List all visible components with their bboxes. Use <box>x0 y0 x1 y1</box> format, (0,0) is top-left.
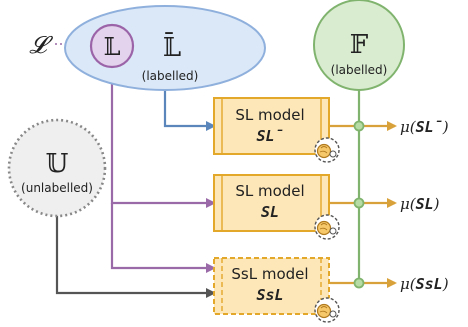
features-symbol: 𝔽 <box>350 30 369 60</box>
model-subtitle: SsL <box>256 286 283 304</box>
labelled-set-symbol: 𝕃̄ <box>163 31 181 63</box>
junction-3 <box>353 277 365 289</box>
junction-1 <box>353 120 365 132</box>
features-caption: (labelled) <box>331 63 388 77</box>
unlabelled-circle <box>7 118 107 218</box>
subset-circle <box>89 23 135 69</box>
model-title: SL model <box>235 182 304 200</box>
subset-symbol: 𝕃 <box>104 33 121 61</box>
model-ssl: SsL model SsL <box>213 257 330 315</box>
brain-gear-icon <box>314 214 340 240</box>
unlabelled-symbol: 𝕌 <box>46 149 69 179</box>
metric-sl-bar: μ(SL̄) <box>400 118 449 136</box>
brain-gear-icon <box>314 137 340 163</box>
loss-symbol: 𝓛 <box>29 31 53 59</box>
brain-gear-icon <box>314 297 340 323</box>
features-circle <box>313 0 405 91</box>
model-title: SsL model <box>231 265 308 283</box>
model-sl-bar: SL model SL̄ <box>213 97 330 155</box>
metric-ssl: μ(SsL) <box>400 275 449 293</box>
model-subtitle: SL̄ <box>256 127 283 145</box>
model-sl: SL model SL <box>213 174 330 232</box>
model-box <box>213 174 330 232</box>
edge-subset-to-ssl <box>110 203 216 273</box>
junction-2 <box>353 197 365 209</box>
model-box <box>213 97 330 155</box>
unlabelled-caption: (unlabelled) <box>21 181 93 195</box>
model-subtitle: SL <box>261 203 279 221</box>
edge-unlabelled-to-ssl <box>55 215 216 298</box>
model-title: SL model <box>235 106 304 124</box>
edge-labelled-to-sl-bar <box>163 90 216 131</box>
labelled-set-caption: (labelled) <box>142 69 199 83</box>
model-box <box>213 257 330 315</box>
metric-sl: μ(SL) <box>400 195 440 213</box>
